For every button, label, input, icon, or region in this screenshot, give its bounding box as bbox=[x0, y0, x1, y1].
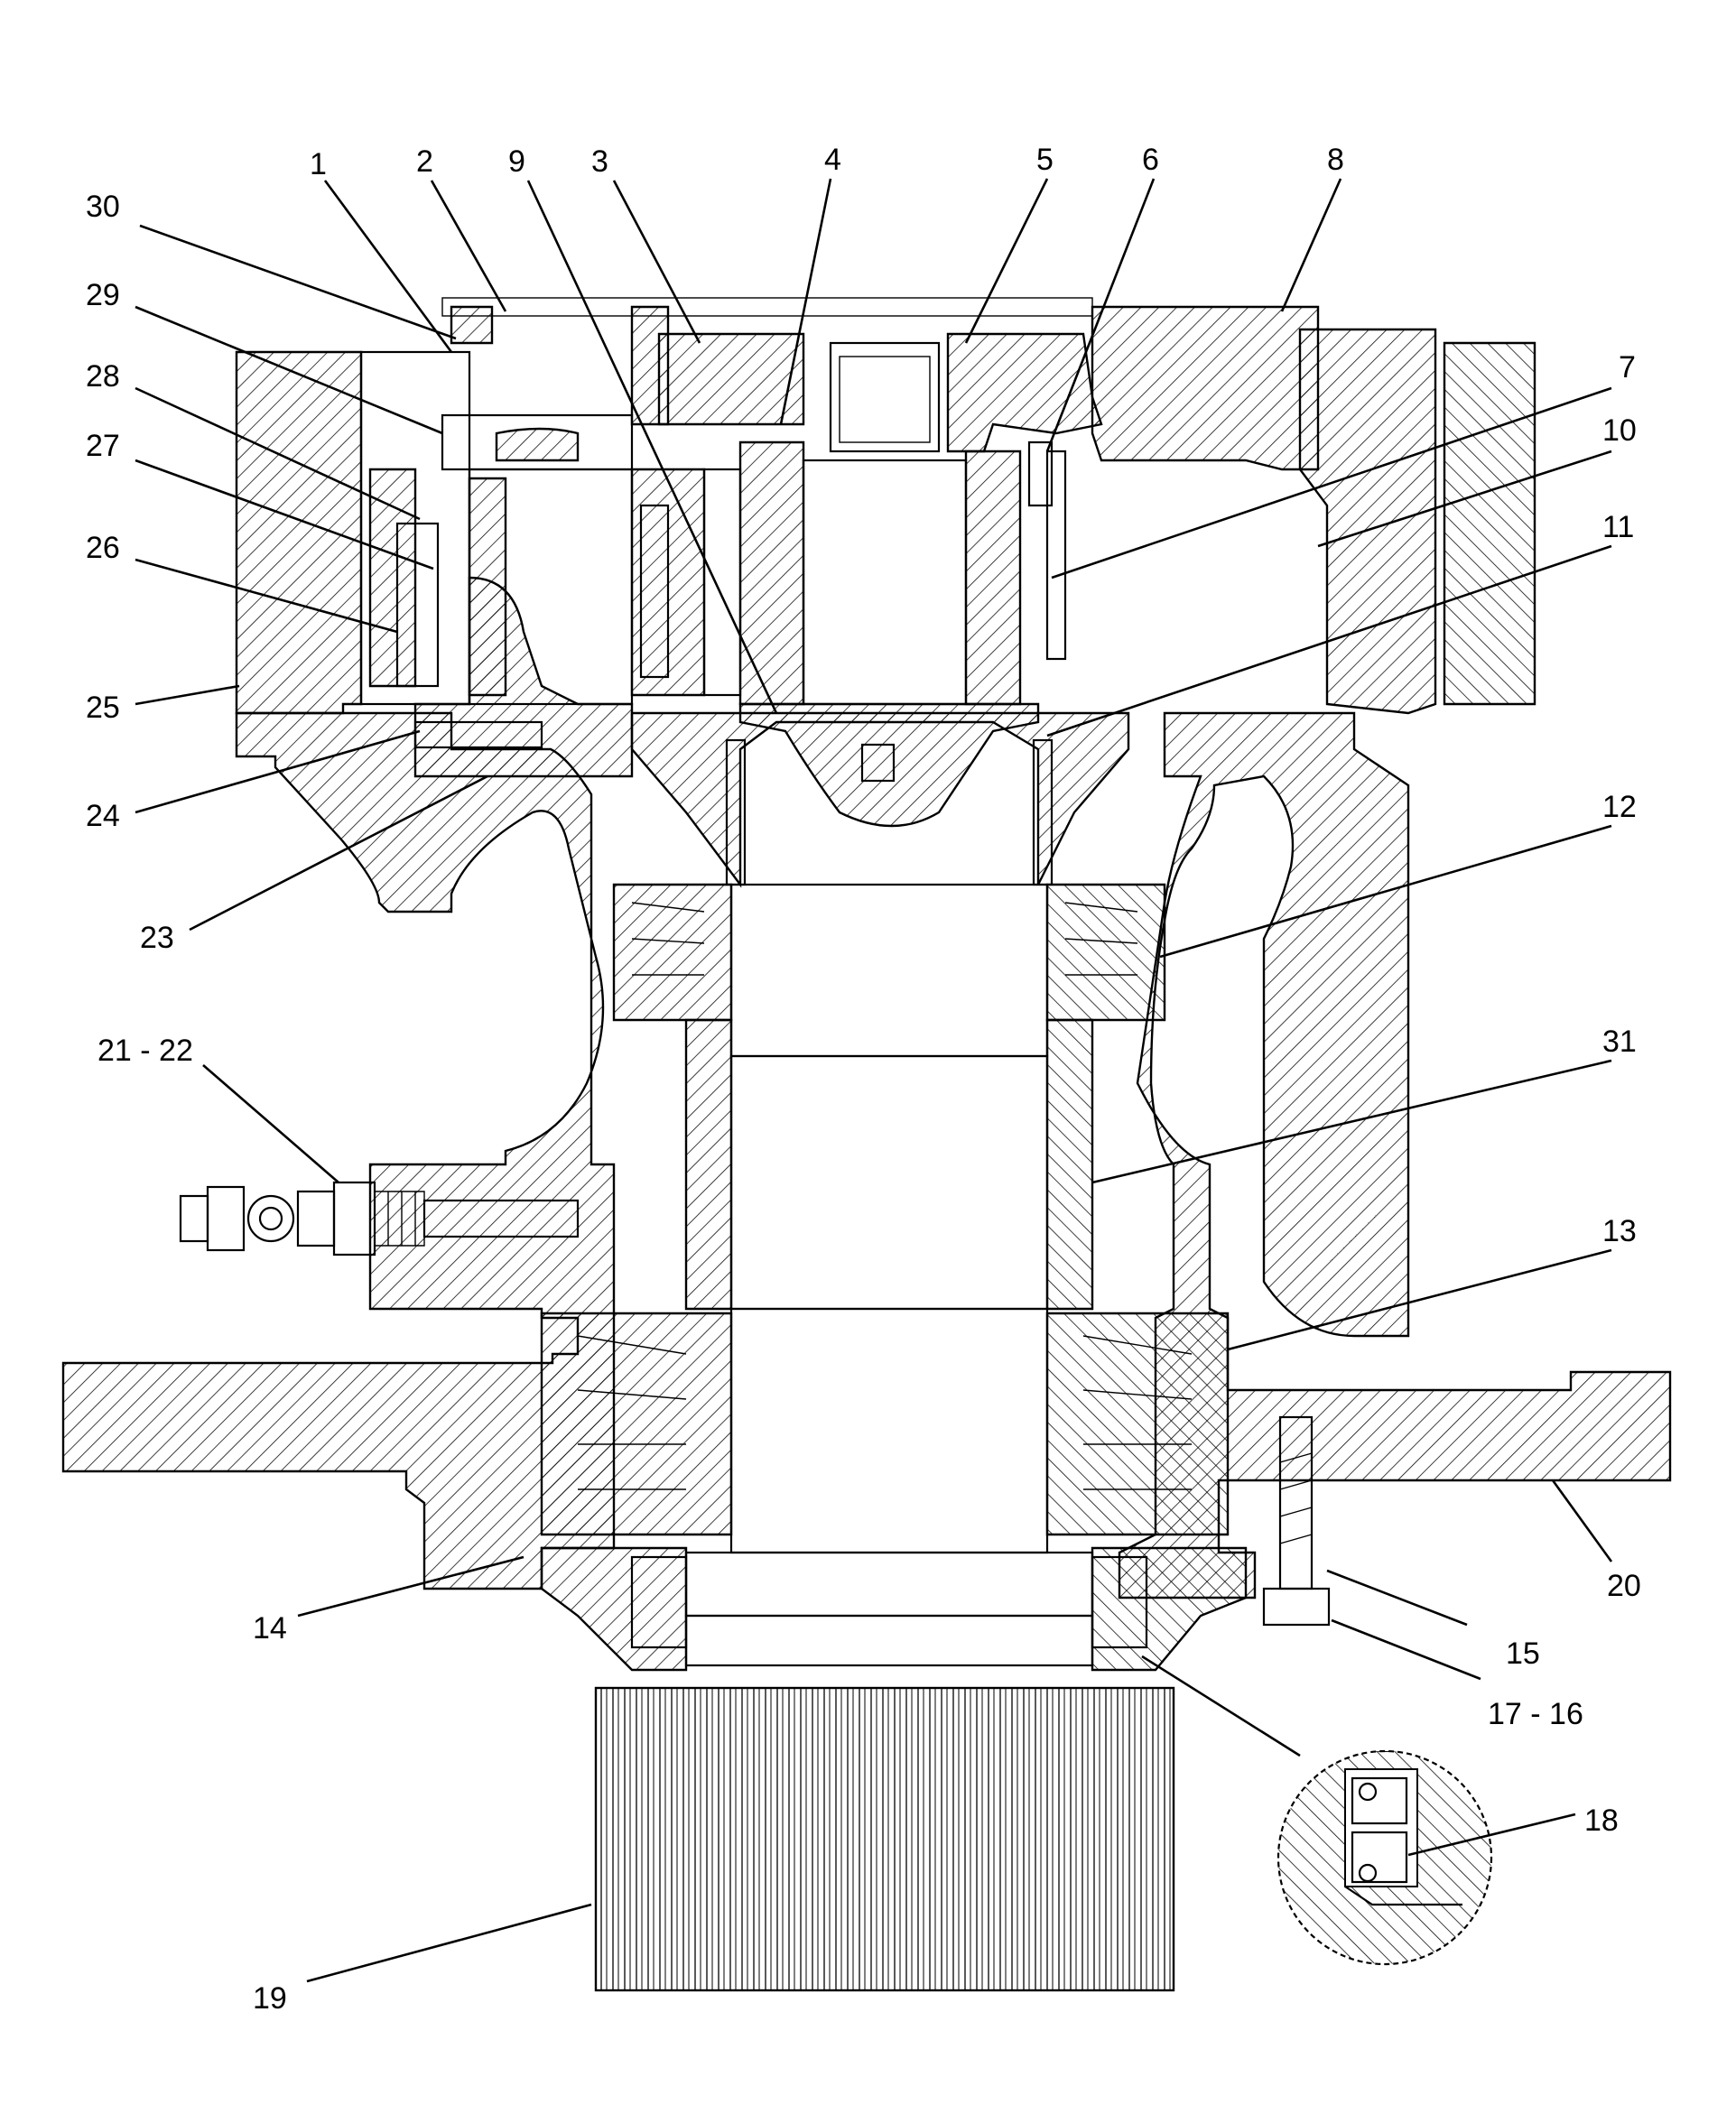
callout-6: 6 bbox=[1142, 143, 1159, 177]
callout-14: 14 bbox=[253, 1611, 287, 1646]
lower-seal-housing bbox=[540, 1546, 1248, 1672]
callout-21-22: 21 - 22 bbox=[97, 1034, 193, 1068]
callout-18: 18 bbox=[1584, 1803, 1619, 1838]
callout-7: 7 bbox=[1619, 350, 1636, 385]
upper-roller-bearing bbox=[612, 883, 1166, 1022]
callout-26: 26 bbox=[86, 531, 120, 565]
lower-roller-bearing bbox=[540, 1312, 1230, 1536]
planetary-gear-stage bbox=[359, 350, 1067, 778]
mounting-bolt bbox=[1262, 1415, 1331, 1627]
spacer-sleeve bbox=[684, 1018, 1094, 1311]
output-pinion bbox=[594, 1686, 1175, 1992]
callout-10: 10 bbox=[1602, 413, 1637, 448]
callout-30: 30 bbox=[86, 190, 120, 224]
callout-1: 1 bbox=[310, 147, 327, 181]
callout-2: 2 bbox=[416, 144, 433, 179]
callout-12: 12 bbox=[1602, 790, 1637, 824]
callout-31: 31 bbox=[1602, 1025, 1637, 1059]
callout-25: 25 bbox=[86, 691, 120, 725]
callout-27: 27 bbox=[86, 429, 120, 463]
leader-lines bbox=[135, 178, 1613, 1983]
callout-8: 8 bbox=[1327, 143, 1344, 177]
callout-24: 24 bbox=[86, 799, 120, 833]
callout-17-16: 17 - 16 bbox=[1488, 1697, 1583, 1731]
callout-23: 23 bbox=[140, 921, 174, 955]
callout-15: 15 bbox=[1506, 1636, 1540, 1671]
callout-19: 19 bbox=[253, 1981, 287, 2016]
grease-fitting bbox=[179, 1181, 580, 1256]
callout-20: 20 bbox=[1607, 1569, 1641, 1603]
callout-5: 5 bbox=[1036, 143, 1054, 177]
callout-labels: 1 2 9 3 4 5 6 8 30 29 28 27 26 25 24 23 … bbox=[86, 143, 1641, 2016]
central-shaft bbox=[684, 702, 1094, 1667]
seal-detail-view bbox=[1276, 1749, 1493, 1966]
callout-9: 9 bbox=[508, 144, 525, 179]
callout-4: 4 bbox=[824, 143, 841, 177]
callout-13: 13 bbox=[1602, 1214, 1637, 1248]
callout-28: 28 bbox=[86, 359, 120, 394]
top-carrier bbox=[441, 297, 1320, 471]
main-housing bbox=[61, 328, 1672, 1599]
callout-29: 29 bbox=[86, 278, 120, 312]
callout-3: 3 bbox=[591, 144, 608, 179]
callout-11: 11 bbox=[1602, 510, 1634, 544]
